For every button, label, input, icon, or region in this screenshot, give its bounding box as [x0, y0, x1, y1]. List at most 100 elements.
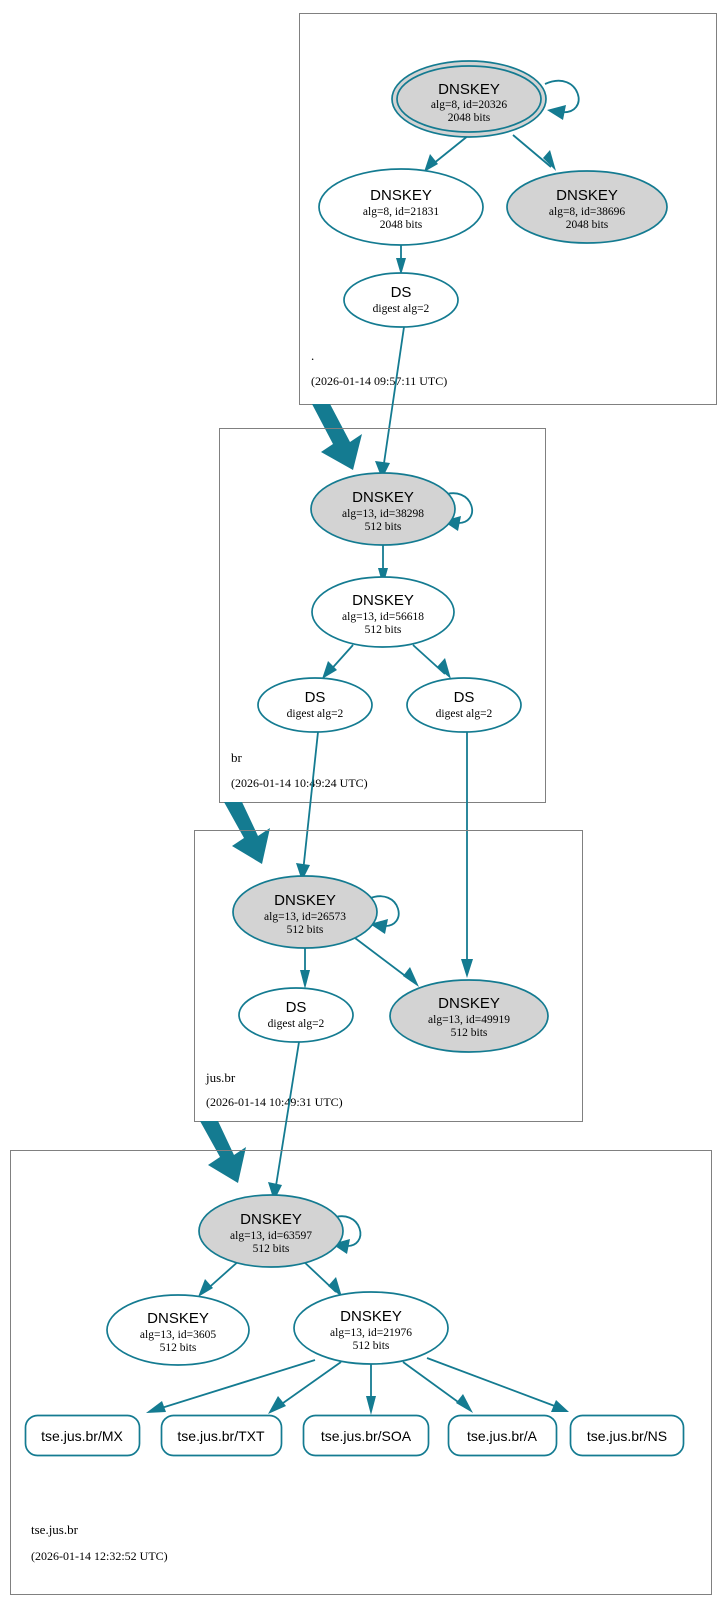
zone-timestamp-tse: (2026-01-14 12:32:52 UTC) — [31, 1549, 168, 1563]
node-alg-id: alg=13, id=21976 — [330, 1327, 412, 1339]
node-ds-br-left[interactable]: DS digest alg=2 — [257, 677, 373, 733]
edge-self-sign-root-ksk — [544, 80, 580, 113]
node-box — [447, 1414, 558, 1457]
node-label: DNSKEY — [274, 892, 336, 909]
node-dnskey-br-56618[interactable]: DNSKEY alg=13, id=56618 512 bits — [311, 576, 455, 648]
node-bits: 2048 bits — [448, 112, 491, 124]
arrowhead-br-zsk-to-ds-right — [437, 658, 451, 679]
node-rrset-mx[interactable]: tse.jus.br/MX — [24, 1414, 141, 1457]
edge-root-ksk-to-38696 — [512, 134, 552, 168]
node-dnskey-tse-63597[interactable]: DNSKEY alg=13, id=63597 512 bits — [198, 1194, 344, 1268]
arrowhead-self-sign-root-ksk — [547, 105, 566, 120]
edge-delegation-jusbr-to-tse — [200, 1121, 246, 1183]
node-dnskey-br-38298[interactable]: DNSKEY alg=13, id=38298 512 bits — [310, 472, 456, 546]
edge-delegation-br-to-jusbr — [224, 802, 270, 864]
zone-label-jusbr: jus.br — [205, 1070, 236, 1085]
node-dnskey-jusbr-49919[interactable]: DNSKEY alg=13, id=49919 512 bits — [389, 979, 549, 1053]
node-label: tse.jus.br/NS — [587, 1428, 667, 1444]
edge-self-sign-jusbr-ksk — [367, 895, 400, 927]
node-alg-id: alg=13, id=26573 — [264, 911, 346, 923]
node-label: tse.jus.br/MX — [41, 1428, 123, 1444]
edge-jusbr-ksk-to-49919 — [354, 937, 413, 982]
arrowhead-jusbr-ksk-to-49919 — [403, 967, 419, 987]
node-bits: 512 bits — [365, 521, 402, 533]
edge-self-sign-tse-ksk — [329, 1215, 362, 1247]
zone-cluster-jusbr: DNSKEY alg=13, id=26573 512 bits DS dige… — [194, 830, 583, 1122]
node-label: DNSKEY — [438, 81, 500, 98]
node-rrset-ns[interactable]: tse.jus.br/NS — [569, 1414, 685, 1457]
node-ellipse — [293, 1291, 449, 1365]
node-label: tse.jus.br/TXT — [177, 1428, 265, 1444]
node-dnskey-tse-3605[interactable]: DNSKEY alg=13, id=3605 512 bits — [106, 1294, 250, 1366]
node-alg-id: alg=13, id=56618 — [342, 611, 424, 623]
zone-label-root: . — [311, 348, 314, 363]
thick-arrow-shape — [312, 404, 362, 470]
node-bits: 512 bits — [287, 924, 324, 936]
node-ds-root-to-br[interactable]: DS digest alg=2 — [343, 272, 459, 328]
edge-self-sign-br-ksk — [440, 492, 473, 524]
arrowhead-root-ksk-to-38696 — [543, 150, 556, 171]
zone-timestamp-jusbr: (2026-01-14 10:49:31 UTC) — [206, 1095, 343, 1109]
node-label: DNSKEY — [352, 489, 414, 506]
node-ellipse — [318, 168, 484, 246]
node-box — [569, 1414, 685, 1457]
edge-tse-zsk-to-rr-a — [402, 1361, 466, 1408]
arrowhead-root-ds-to-br-ksk — [375, 461, 390, 479]
node-alg-id: alg=8, id=38696 — [549, 206, 625, 218]
arrowhead-tse-ksk-to-21976 — [328, 1277, 342, 1297]
node-ellipse — [232, 875, 378, 949]
node-ellipse — [506, 170, 668, 244]
node-ellipse — [310, 472, 456, 546]
node-bits: 512 bits — [365, 624, 402, 636]
node-alg-id: alg=8, id=20326 — [431, 99, 507, 111]
node-bits: 512 bits — [160, 1342, 197, 1354]
zone-timestamp-br: (2026-01-14 10:49:24 UTC) — [231, 776, 368, 790]
node-label: DNSKEY — [352, 592, 414, 609]
node-digest: digest alg=2 — [287, 708, 344, 720]
edge-tse-zsk-to-rr-mx — [154, 1359, 316, 1411]
node-digest: digest alg=2 — [436, 708, 493, 720]
arrowhead-tse-zsk-to-rr-txt — [268, 1396, 286, 1414]
node-dnskey-jusbr-26573[interactable]: DNSKEY alg=13, id=26573 512 bits — [232, 875, 378, 949]
arrowhead-tse-zsk-to-rr-a — [456, 1394, 473, 1413]
arrowhead-br-zsk-to-ds-left — [322, 661, 337, 679]
node-ellipse — [106, 1294, 250, 1366]
node-label: tse.jus.br/A — [467, 1428, 538, 1444]
edge-jusbr-ds-to-tse-ksk — [274, 1041, 300, 1193]
node-ds-jusbr[interactable]: DS digest alg=2 — [238, 987, 354, 1043]
cluster-box-tse — [10, 1150, 712, 1595]
node-dnskey-root-38696[interactable]: DNSKEY alg=8, id=38696 2048 bits — [506, 170, 668, 244]
arrowhead-tse-zsk-to-rr-mx — [146, 1401, 166, 1413]
node-bits: 512 bits — [451, 1027, 488, 1039]
arrowhead-jusbr-ksk-to-ds — [300, 970, 310, 989]
node-label: DS — [391, 284, 412, 301]
cluster-box-jusbr — [194, 830, 583, 1122]
edge-br-ds-left-to-jusbr-ksk — [302, 731, 319, 873]
zone-cluster-tse: DNSKEY alg=13, id=63597 512 bits DNSKEY … — [10, 1150, 712, 1595]
node-alg-id: alg=8, id=21831 — [363, 206, 439, 218]
node-rrset-soa[interactable]: tse.jus.br/SOA — [302, 1414, 430, 1457]
arrowhead-tse-zsk-to-rr-ns — [551, 1400, 569, 1412]
edge-delegation-root-to-br — [312, 404, 362, 470]
edge-tse-zsk-to-rr-txt — [275, 1361, 342, 1409]
node-rrset-a[interactable]: tse.jus.br/A — [447, 1414, 558, 1457]
node-label: DNSKEY — [340, 1308, 402, 1325]
node-rrset-txt[interactable]: tse.jus.br/TXT — [160, 1414, 283, 1457]
zone-cluster-root: DNSKEY alg=8, id=20326 2048 bits DNSKEY … — [299, 13, 717, 405]
node-bits: 2048 bits — [380, 219, 423, 231]
arrowhead-tse-ksk-to-3605 — [198, 1279, 213, 1297]
node-label: DNSKEY — [240, 1211, 302, 1228]
node-ellipse — [198, 1194, 344, 1268]
arrowhead-tse-zsk-to-rr-soa — [366, 1396, 376, 1415]
node-label: tse.jus.br/SOA — [321, 1428, 412, 1444]
node-label: DS — [454, 689, 475, 706]
node-bits: 2048 bits — [566, 219, 609, 231]
node-ds-br-right[interactable]: DS digest alg=2 — [406, 677, 522, 733]
arrowhead-br-ds-left-to-jusbr-ksk — [296, 863, 310, 881]
node-dnskey-tse-21976[interactable]: DNSKEY alg=13, id=21976 512 bits — [293, 1291, 449, 1365]
node-label: DS — [286, 999, 307, 1016]
node-dnskey-root-21831[interactable]: DNSKEY alg=8, id=21831 2048 bits — [318, 168, 484, 246]
node-box — [24, 1414, 141, 1457]
node-label: DNSKEY — [370, 187, 432, 204]
node-dnskey-root-20326[interactable]: DNSKEY alg=8, id=20326 2048 bits — [391, 60, 547, 138]
